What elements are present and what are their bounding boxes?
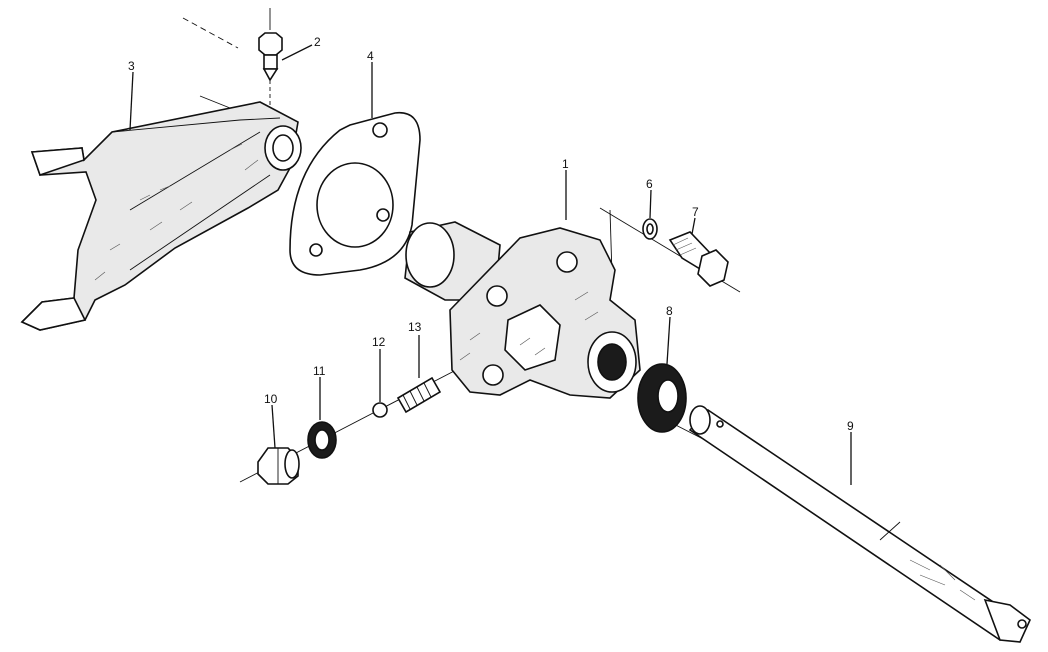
ball	[372, 402, 388, 418]
seal-ring	[637, 363, 687, 433]
o-ring	[307, 421, 337, 459]
leader-lines	[129, 44, 852, 485]
label-12: 12	[372, 335, 386, 349]
shaft	[688, 405, 1031, 643]
label-7: 7	[692, 205, 699, 219]
side-bolt	[668, 231, 729, 287]
top-screw	[258, 8, 283, 108]
label-8: 8	[666, 304, 673, 318]
small-washer	[642, 218, 658, 240]
label-10: 10	[264, 392, 278, 406]
label-3: 3	[128, 59, 135, 73]
label-1: 1	[562, 157, 569, 171]
label-4: 4	[367, 49, 374, 63]
plug	[257, 447, 300, 485]
label-13: 13	[408, 320, 422, 334]
housing	[404, 221, 641, 399]
shift-fork	[20, 95, 302, 331]
label-9: 9	[847, 419, 854, 433]
gasket	[289, 111, 421, 276]
label-6: 6	[646, 177, 653, 191]
label-2: 2	[314, 35, 321, 49]
spring	[396, 376, 442, 414]
label-11: 11	[313, 364, 326, 378]
